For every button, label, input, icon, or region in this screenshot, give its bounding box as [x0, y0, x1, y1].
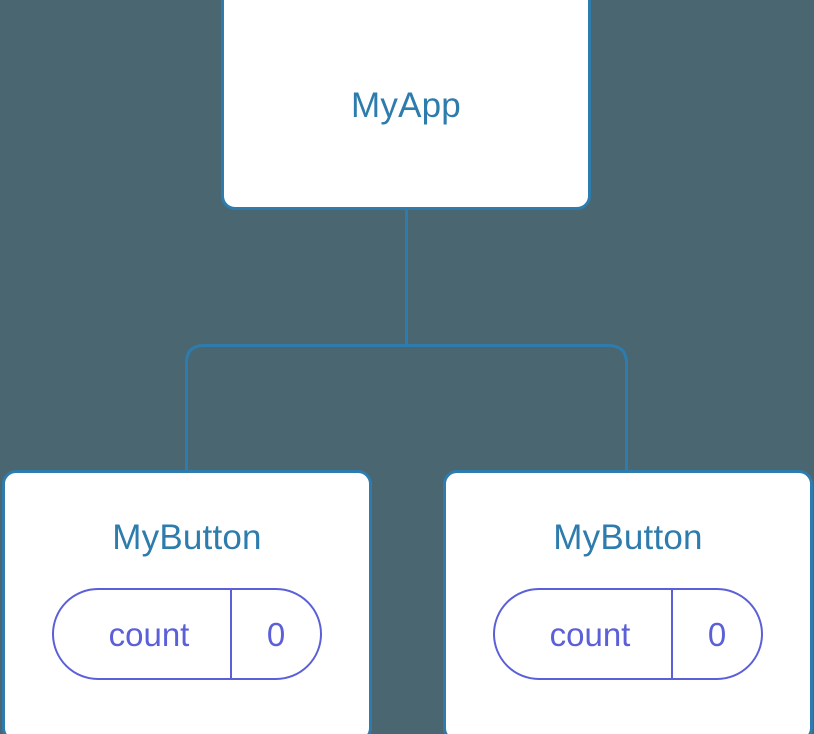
- tree-node-mybutton-1[interactable]: MyButton count 0: [2, 470, 372, 734]
- node-title: MyButton: [112, 518, 262, 557]
- connector-branch-left: [185, 344, 407, 471]
- state-pill-key: count: [108, 615, 190, 653]
- node-title: MyApp: [351, 85, 461, 125]
- state-pill[interactable]: count 0: [52, 588, 322, 680]
- state-pill-value: 0: [230, 590, 320, 678]
- state-pill-key: count: [549, 615, 631, 653]
- connector-branch-right: [406, 344, 628, 471]
- node-title: MyButton: [553, 518, 703, 557]
- state-pill-value: 0: [671, 590, 761, 678]
- tree-node-mybutton-2[interactable]: MyButton count 0: [443, 470, 813, 734]
- tree-node-myapp[interactable]: MyApp: [221, 0, 591, 210]
- state-pill[interactable]: count 0: [493, 588, 763, 680]
